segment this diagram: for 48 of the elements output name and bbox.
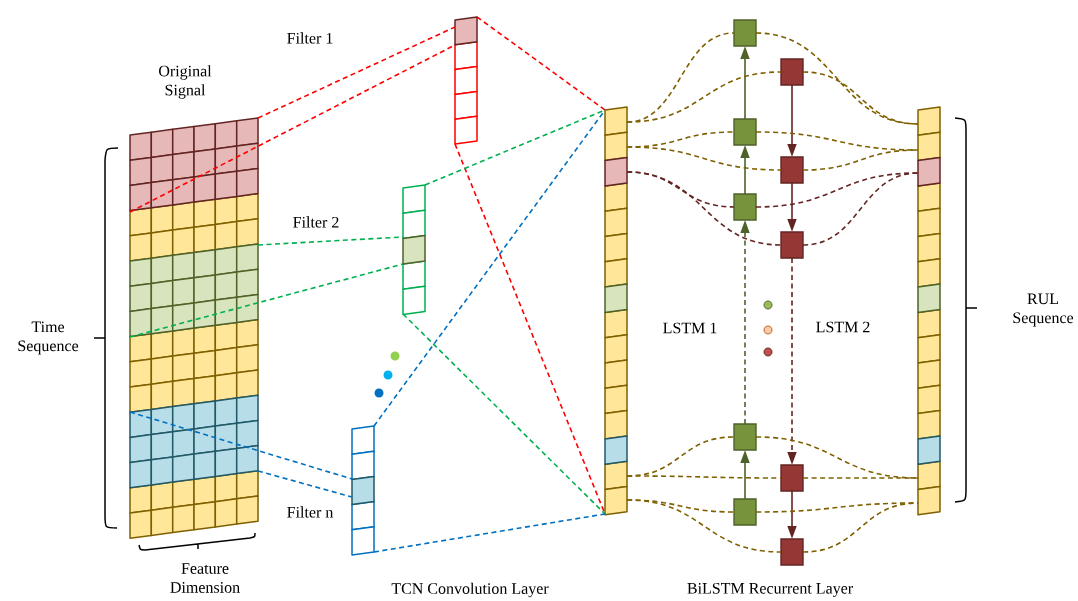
lstm-cell [733,423,757,451]
projection-line [129,263,404,338]
lstm-cell [733,118,757,146]
connection-curve [802,149,919,171]
connection-curve [755,131,919,151]
projection-line [373,513,606,553]
lstm-cell [780,538,804,566]
connection-curve [626,171,782,246]
connection-curve [626,499,782,553]
lstm-cell [733,19,757,47]
lstm-cell [780,58,804,86]
axis-label: RUL Sequence [1013,293,1074,327]
projection-line [373,109,606,427]
connection-curve [802,71,919,125]
lstm-cell [733,193,757,221]
filter-column [454,16,478,145]
lstm-cell [780,231,804,259]
axis-label: Feature Dimension [170,563,240,593]
feature-column [604,106,628,516]
projection-line [402,313,606,515]
connection-curve [802,477,919,479]
output-column [917,106,941,516]
filter-label: Filter 1 [287,32,333,44]
connection-curve [626,146,782,171]
filter-label: Filter 2 [293,216,339,228]
signal-grid [129,117,259,539]
projection-line [476,16,606,111]
filter-label: Filter n [287,506,334,518]
signal-label: Original Signal [159,65,212,99]
filter-column [402,184,426,316]
projection-line [129,411,353,480]
projection-line [257,26,456,119]
projection-line [257,470,353,498]
projection-line [257,236,404,246]
connection-curve [802,502,919,553]
connection-curve [626,475,782,479]
layer-label: LSTM 2 [816,321,870,333]
lstm-cell [733,498,757,526]
layer-title: TCN Convolution Layer [391,582,549,598]
lstm-cell [780,464,804,492]
connection-curve [755,32,919,125]
connection-curve [626,71,782,123]
layer-title: BiLSTM Recurrent Layer [687,583,853,597]
filter-column [351,425,375,556]
lstm-cell [780,156,804,184]
layer-label: LSTM 1 [663,322,717,334]
connection-curve [802,172,919,246]
axis-label: Time Sequence [18,321,79,355]
